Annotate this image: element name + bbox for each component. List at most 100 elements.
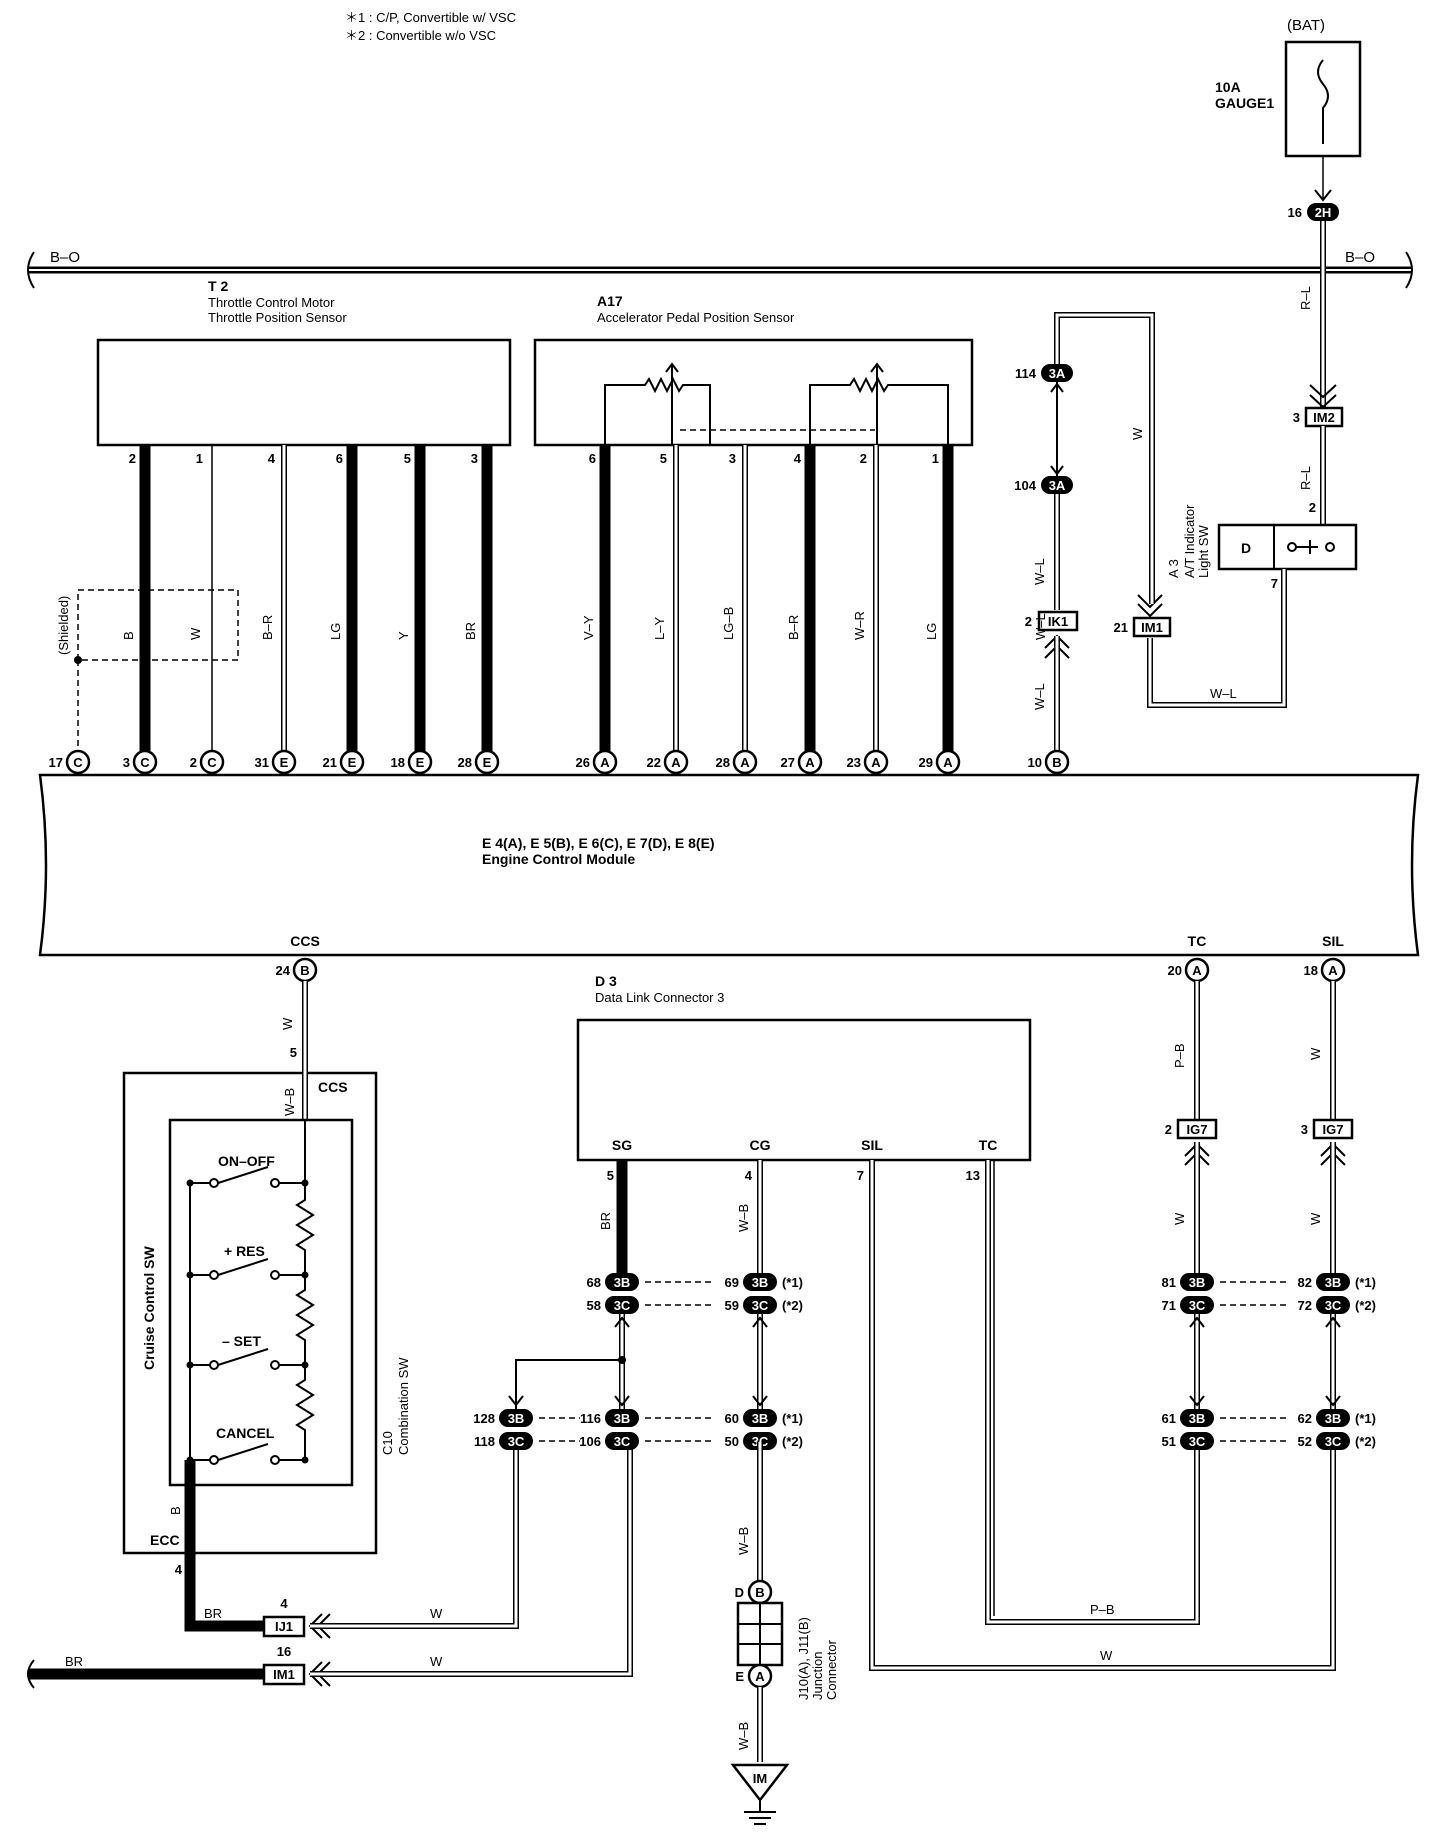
splice-connector: [605, 1432, 639, 1450]
ecm-pin-vta1: [339, 749, 365, 775]
svg-text:A/T Indicator: A/T Indicator: [1182, 504, 1197, 578]
c10-id: C10: [380, 1431, 395, 1455]
svg-text:4: 4: [175, 1562, 183, 1577]
splice-connector: [1316, 1296, 1350, 1314]
svg-text:R–L: R–L: [1298, 286, 1313, 310]
svg-text:CG: CG: [750, 1137, 771, 1153]
ecm-line1: E 4(A), E 5(B), E 6(C), E 7(D), E 8(E): [482, 835, 715, 851]
tc-label: TC: [1188, 933, 1207, 949]
switch-group: [186, 1166, 309, 1465]
shielded-label: (Shielded): [56, 596, 71, 655]
svg-text:ECC: ECC: [150, 1532, 180, 1548]
ecm-pin-number: 29: [919, 755, 933, 770]
splice-connector: [499, 1432, 533, 1450]
ecm-pin-number: 3: [123, 755, 130, 770]
svg-text:A: A: [1328, 963, 1338, 978]
svg-text:W–B: W–B: [736, 1722, 751, 1750]
bus-label-left: B–O: [50, 249, 80, 266]
svg-text:E: E: [735, 1669, 744, 1684]
splice-connector: [743, 1409, 777, 1427]
ecm-pin-number: 31: [255, 755, 269, 770]
splice-number: 58: [587, 1298, 601, 1313]
splice-connector: [499, 1409, 533, 1427]
svg-text:3C: 3C: [1189, 1298, 1206, 1313]
t2-pin-number: 5: [404, 451, 411, 466]
shield-box: [77, 589, 239, 661]
svg-text:SG: SG: [612, 1137, 632, 1153]
svg-text:3C: 3C: [508, 1434, 525, 1449]
ecm-pin-vcp2: [797, 749, 823, 775]
connector-ig7-sil: [1312, 1118, 1354, 1140]
fuse-rating: 10A: [1215, 79, 1241, 95]
splice-number: 61: [1162, 1411, 1176, 1426]
ecm-pin-letter: A: [740, 755, 750, 770]
switch-label-res: + RES: [224, 1243, 265, 1259]
splice-number: 71: [1162, 1298, 1176, 1313]
j10-line2: Junction: [810, 1652, 825, 1700]
ecm-pin-vta2: [271, 749, 297, 775]
j10-line1: J10(A), J11(B): [796, 1617, 811, 1700]
svg-text:P–B: P–B: [1172, 1043, 1187, 1068]
splice-connector: [743, 1296, 777, 1314]
splice-connector: [1180, 1409, 1214, 1427]
splice-connector: [1180, 1273, 1214, 1291]
svg-text:W: W: [1130, 427, 1145, 440]
svg-text:D: D: [735, 1585, 744, 1600]
ecm-pin-m: [132, 749, 158, 775]
engine-control-module: [38, 773, 1420, 957]
svg-text:2H: 2H: [1315, 205, 1332, 220]
a17-pin-number: 5: [660, 451, 667, 466]
ecm-pin-m: [199, 749, 225, 775]
svg-text:3: 3: [1301, 1122, 1308, 1137]
a17-id: A17: [597, 293, 623, 309]
splice-number: 118: [474, 1434, 495, 1449]
wire-color-label: V–Y: [581, 615, 596, 640]
svg-text:W: W: [1172, 1212, 1187, 1225]
data-link-connector-3: [576, 1018, 1032, 1162]
splice-number: 59: [725, 1298, 739, 1313]
svg-text:3A: 3A: [1049, 478, 1066, 493]
ecm-pin-number: 28: [458, 755, 472, 770]
splice-connector: [605, 1273, 639, 1291]
svg-text:IK1: IK1: [1048, 614, 1068, 629]
ecm-pin-letter: E: [280, 755, 289, 770]
svg-text:W: W: [1308, 1047, 1323, 1060]
svg-text:W: W: [430, 1654, 443, 1669]
note-2: ＊2 : Convertible w/o VSC: [345, 28, 496, 43]
d3-id: D 3: [595, 973, 617, 989]
splice-number: 50: [725, 1434, 739, 1449]
svg-text:B: B: [168, 1506, 183, 1515]
ecm-pin-letter: A: [943, 755, 953, 770]
ecm-pin-number: 23: [847, 755, 861, 770]
splice-note: (*2): [1355, 1434, 1376, 1449]
svg-text:3B: 3B: [614, 1411, 631, 1426]
svg-text:A 3: A 3: [1166, 559, 1181, 578]
ecm-pin-number: 28: [716, 755, 730, 770]
svg-text:W–B: W–B: [736, 1527, 751, 1555]
splice-note: (*1): [782, 1275, 803, 1290]
splice-connector: [743, 1432, 777, 1450]
ecm-pin-letter: C: [140, 755, 150, 770]
svg-text:W: W: [430, 1606, 443, 1621]
svg-text:W–L: W–L: [1032, 558, 1047, 585]
splice-number: 116: [580, 1411, 601, 1426]
splice-note: (*2): [1355, 1298, 1376, 1313]
sil-label: SIL: [1322, 933, 1344, 949]
j10-line3: Connector: [824, 1639, 839, 1700]
connector-ij1: [262, 1615, 306, 1638]
svg-text:3B: 3B: [1325, 1275, 1342, 1290]
splice-number: 60: [725, 1411, 739, 1426]
ecm-pin-letter: A: [671, 755, 681, 770]
splice-number: 81: [1162, 1275, 1176, 1290]
splice-number: 82: [1298, 1275, 1312, 1290]
switch-lever-icon: [217, 1348, 269, 1366]
svg-text:104: 104: [1014, 478, 1036, 493]
ccs-label: CCS: [290, 933, 320, 949]
svg-text:3B: 3B: [508, 1411, 525, 1426]
splice-connector: [605, 1296, 639, 1314]
wire-color-label: B–R: [786, 615, 801, 640]
connector-im1: [1132, 616, 1172, 638]
svg-text:IJ1: IJ1: [275, 1619, 293, 1634]
cruise-control-label: Cruise Control SW: [141, 1246, 157, 1370]
switch-label-set: – SET: [222, 1333, 261, 1349]
